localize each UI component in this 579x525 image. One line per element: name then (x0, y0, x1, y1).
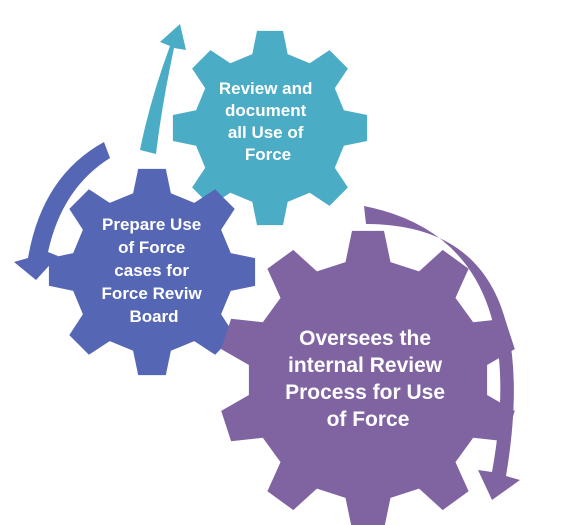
prepare-cases-gear: Prepare Use of Force cases for Force Rev… (48, 168, 256, 376)
prepare-cases-gear-label: Prepare Use of Force cases for Force Rev… (102, 215, 207, 326)
review-document-gear-label: Review and document all Use of Force (219, 79, 317, 164)
purple-cycle-arrow (364, 206, 520, 500)
teal-arrow-body (140, 24, 186, 154)
prepare-cases-gear-shape (48, 168, 256, 376)
oversees-review-gear: Oversees the internal Review Process for… (221, 230, 515, 525)
oversees-review-gear-label: Oversees the internal Review Process for… (285, 327, 451, 431)
review-document-gear: Review and document all Use of Force (172, 30, 368, 226)
teal-cycle-arrow (140, 24, 186, 154)
review-document-gear-shape (172, 30, 368, 226)
oversees-review-gear-shape (221, 230, 515, 525)
purple-arrow-body (364, 206, 520, 500)
blue-arrow-body (14, 142, 110, 280)
blue-cycle-arrow (14, 142, 110, 280)
